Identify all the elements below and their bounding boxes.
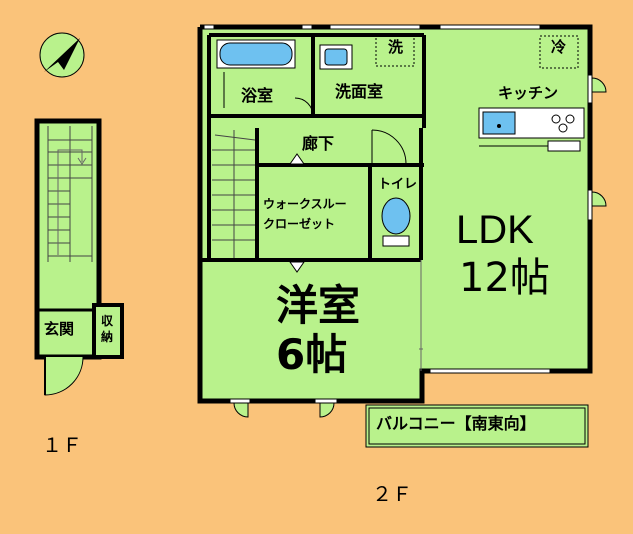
room-label-balcony: バルコニー【南東向】: [376, 414, 536, 433]
room-label-closet-line1: ウォークスルー: [263, 197, 347, 211]
stove-icon: [551, 114, 575, 133]
sink-icon: [319, 44, 353, 70]
sink-icon: [482, 111, 516, 135]
floor-label-2f: ２Ｆ: [372, 482, 412, 506]
bathtub-icon: [216, 39, 296, 108]
room-label-bath: 浴室: [241, 86, 274, 105]
room-label-closet-line2: クローゼット: [263, 217, 336, 231]
room-label-ldk-size: 12帖: [459, 255, 550, 301]
room-label-storage-line1: 収: [101, 314, 114, 328]
door-swing-icon: [233, 402, 335, 418]
stairs-icon: [47, 126, 93, 262]
room-label-hallway: 廊下: [302, 134, 335, 153]
room-label-fridge: 冷: [551, 38, 567, 56]
room-label-kitchen: キッチン: [498, 84, 559, 102]
room-label-washer: 洗: [388, 38, 404, 56]
room-label-entrance: 玄関: [44, 320, 75, 338]
toilet-icon: [381, 197, 411, 247]
room-label-storage-line2: 納: [101, 330, 114, 344]
second-floor-plan: [197, 24, 607, 448]
room-label-western: 洋室: [276, 281, 361, 330]
room-label-toilet: トイレ: [378, 177, 418, 192]
door-swing-icon: [44, 356, 84, 396]
room-label-washroom: 洗面室: [335, 82, 384, 101]
stairs-icon: [212, 130, 256, 258]
floor-label-1f: １Ｆ: [42, 433, 82, 457]
north-arrow-icon: [39, 32, 85, 78]
room-label-western-size: 6帖: [276, 330, 348, 379]
first-floor-plan: [34, 118, 124, 396]
room-label-ldk: LDK: [456, 208, 534, 252]
